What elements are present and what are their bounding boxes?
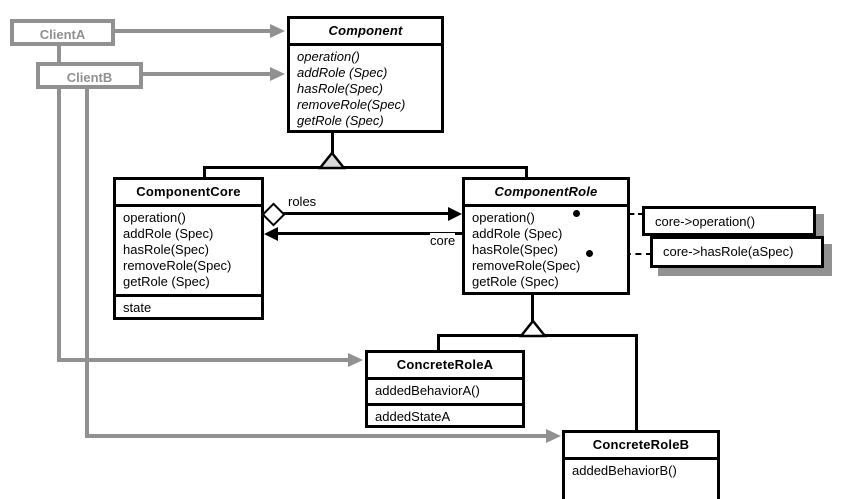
edge-clienta-concreteRoleA [57, 358, 349, 362]
edge-label-core: core [430, 233, 456, 248]
gen-stem-componentrole [531, 295, 534, 322]
gen-drop-componentrole [525, 166, 528, 180]
operation-row: addRole (Spec) [472, 226, 563, 241]
class-box-componentrole[interactable]: ComponentRole operation() addRole (Spec)… [462, 177, 630, 295]
operation-row: getRole (Spec) [297, 113, 384, 128]
edge-clientb-concreteRoleB [85, 434, 547, 438]
operation-row: operation() [297, 49, 360, 64]
operation-row: getRole (Spec) [472, 274, 559, 289]
operation-row: operation() [472, 210, 535, 225]
edge-core [277, 232, 462, 235]
note-text-core-hasrole: core->hasRole(aSpec) [663, 244, 794, 259]
class-title-concreterolea: ConcreteRoleA [368, 353, 522, 380]
note-box-core-operation[interactable]: core->operation() [642, 206, 816, 236]
class-title-componentrole: ComponentRole [465, 180, 627, 207]
class-box-concreteroleb[interactable]: ConcreteRoleB addedBehaviorB() [562, 430, 720, 499]
operation-row: removeRole(Spec) [472, 258, 581, 273]
edge-clientb-component [141, 72, 271, 76]
attribute-row: state [123, 300, 152, 315]
gen-bar-component [203, 166, 528, 169]
arrowhead-roles [448, 207, 462, 221]
operation-row: addedBehaviorB() [572, 463, 677, 478]
operation-row: operation() [123, 210, 186, 225]
class-attributes-concreterolea: addedStateA [368, 403, 522, 429]
client-box-clienta[interactable]: ClientA [10, 19, 115, 46]
class-title-componentcore: ComponentCore [116, 180, 261, 207]
operation-row: hasRole(Spec) [123, 242, 209, 257]
edge-clientb-vertical [85, 87, 89, 438]
generalization-triangle-component [318, 152, 346, 170]
note-anchor-dot-hasrole [586, 250, 593, 257]
class-operations-concreteroleb: addedBehaviorB() [565, 460, 717, 483]
class-title-concreteroleb: ConcreteRoleB [565, 433, 717, 460]
arrowhead-clientb-component [270, 67, 285, 81]
arrowhead-core [264, 227, 278, 241]
operation-row: addedBehaviorA() [375, 383, 480, 398]
operation-row: addRole (Spec) [123, 226, 214, 241]
edge-label-roles: roles [288, 194, 317, 209]
class-operations-componentrole: operation() addRole (Spec) hasRole(Spec)… [465, 207, 627, 294]
attribute-row: addedStateA [375, 409, 451, 424]
operation-row: removeRole(Spec) [297, 97, 406, 112]
note-anchor-dot-operation [573, 210, 580, 217]
class-box-component[interactable]: Component operation() addRole (Spec) has… [287, 16, 444, 133]
operation-row: hasRole(Spec) [297, 81, 383, 96]
edge-clienta-vertical [57, 44, 61, 362]
class-box-componentcore[interactable]: ComponentCore operation() addRole (Spec)… [113, 177, 264, 320]
gen-stem-component [331, 133, 334, 155]
gen-drop-concreteRoleA [437, 334, 440, 352]
class-operations-concreterolea: addedBehaviorA() [368, 380, 522, 403]
edge-roles [277, 212, 449, 215]
gen-drop-concreteRoleB [635, 334, 638, 432]
operation-row: getRole (Spec) [123, 274, 210, 289]
note-text-core-operation: core->operation() [655, 214, 756, 229]
note-box-core-hasrole[interactable]: core->hasRole(aSpec) [650, 236, 824, 268]
client-label-clienta: ClientA [39, 27, 86, 42]
arrowhead-clientb-concreteRoleB [546, 429, 561, 443]
operation-row: hasRole(Spec) [472, 242, 558, 257]
generalization-triangle-componentrole [519, 320, 547, 338]
client-label-clientb: ClientB [66, 70, 113, 85]
arrowhead-clienta-concreteRoleA [348, 353, 363, 367]
class-attributes-componentcore: state [116, 294, 261, 320]
operation-row: addRole (Spec) [297, 65, 388, 80]
gen-drop-componentcore [203, 166, 206, 180]
class-box-concreterolea[interactable]: ConcreteRoleA addedBehaviorA() addedStat… [365, 350, 525, 428]
arrowhead-clienta-component [270, 24, 285, 38]
class-operations-component: operation() addRole (Spec) hasRole(Spec)… [290, 46, 441, 133]
class-title-component: Component [290, 19, 441, 46]
client-box-clientb[interactable]: ClientB [36, 62, 143, 89]
edge-clienta-component [113, 29, 271, 33]
class-operations-componentcore: operation() addRole (Spec) hasRole(Spec)… [116, 207, 261, 294]
aggregation-diamond-roles [261, 202, 286, 227]
operation-row: removeRole(Spec) [123, 258, 232, 273]
